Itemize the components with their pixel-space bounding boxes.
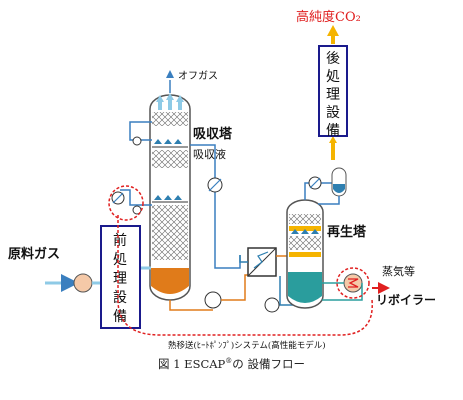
absorbent-label: 吸収液	[193, 147, 226, 161]
reflux-drum	[331, 167, 347, 197]
overhead-condenser-arrow	[309, 177, 321, 189]
reboiler-coil	[348, 278, 359, 288]
svg-text:設: 設	[113, 290, 127, 306]
post-treatment-label: 後 処 理 設 備	[326, 51, 340, 139]
svg-text:理: 理	[113, 271, 127, 287]
reflux-line	[318, 196, 340, 205]
wash-pump	[132, 136, 142, 146]
product-arrow-to-post	[329, 136, 337, 160]
lean-pump	[264, 297, 280, 313]
post-treatment-box	[318, 45, 348, 137]
product-co2-label: 高純度CO₂	[296, 9, 361, 25]
pre-treatment-box	[100, 225, 141, 329]
product-co2-arrow	[327, 25, 339, 44]
reboiler-loop-line	[322, 282, 363, 301]
svg-text:理: 理	[326, 87, 340, 103]
off-gas-arrows	[156, 93, 184, 110]
rich-solution-line	[169, 300, 213, 311]
absorber-distributor-triangles	[154, 139, 182, 200]
reboiler-label: リボイラー	[376, 292, 436, 307]
rich-pump	[204, 291, 222, 309]
caption-prefix: 図 1 ESCAP	[158, 357, 226, 371]
caption-suffix: の 設備フロー	[232, 357, 305, 371]
svg-text:備: 備	[326, 123, 340, 139]
svg-text:処: 処	[113, 252, 127, 268]
precool-exchanger-arrow	[112, 192, 124, 204]
lean-return-line	[239, 255, 248, 263]
reboiler-dashed-ring	[336, 267, 370, 299]
lean-absorbent-line	[190, 144, 241, 269]
flow-diagram-canvas: 高純度CO₂ 後 処 理 設 備 オフガス 吸収塔 吸収液	[8, 9, 436, 351]
figure-caption: 図 1 ESCAP®の 設備フロー	[0, 356, 463, 372]
reboiler-icon	[343, 273, 363, 293]
heat-pump-loop	[117, 215, 373, 336]
rich-to-hx-line	[221, 274, 255, 301]
svg-text:設: 設	[326, 105, 340, 121]
lean-rich-heat-exchanger	[247, 247, 277, 277]
heat-pump-pickup-ring	[108, 185, 144, 221]
regenerator-overhead-line	[304, 182, 338, 200]
steam-label: 蒸気等	[382, 264, 415, 278]
absorber-label: 吸収塔	[193, 126, 233, 142]
precool-loop-line	[120, 189, 152, 206]
svg-text:前: 前	[113, 232, 127, 249]
wash-loop-line	[129, 121, 152, 141]
regenerator-tower	[286, 199, 324, 309]
off-gas-arrowhead	[166, 70, 174, 78]
regenerator-label: 再生塔	[327, 224, 367, 240]
svg-text:処: 処	[326, 69, 340, 85]
feed-blower	[73, 273, 93, 293]
off-gas-label: オフガス	[178, 70, 218, 82]
svg-text:後: 後	[326, 51, 340, 67]
lean-cooler-arrow	[208, 178, 222, 192]
regenerator-distributor-triangles	[291, 229, 319, 234]
heat-pump-label: 熱移送(ﾋｰﾄﾎﾟﾝﾌﾟ)システム(高性能モデル)	[168, 340, 326, 350]
caption-registered-mark: ®	[225, 357, 233, 366]
feed-gas-label: 原料ガス	[8, 246, 60, 262]
